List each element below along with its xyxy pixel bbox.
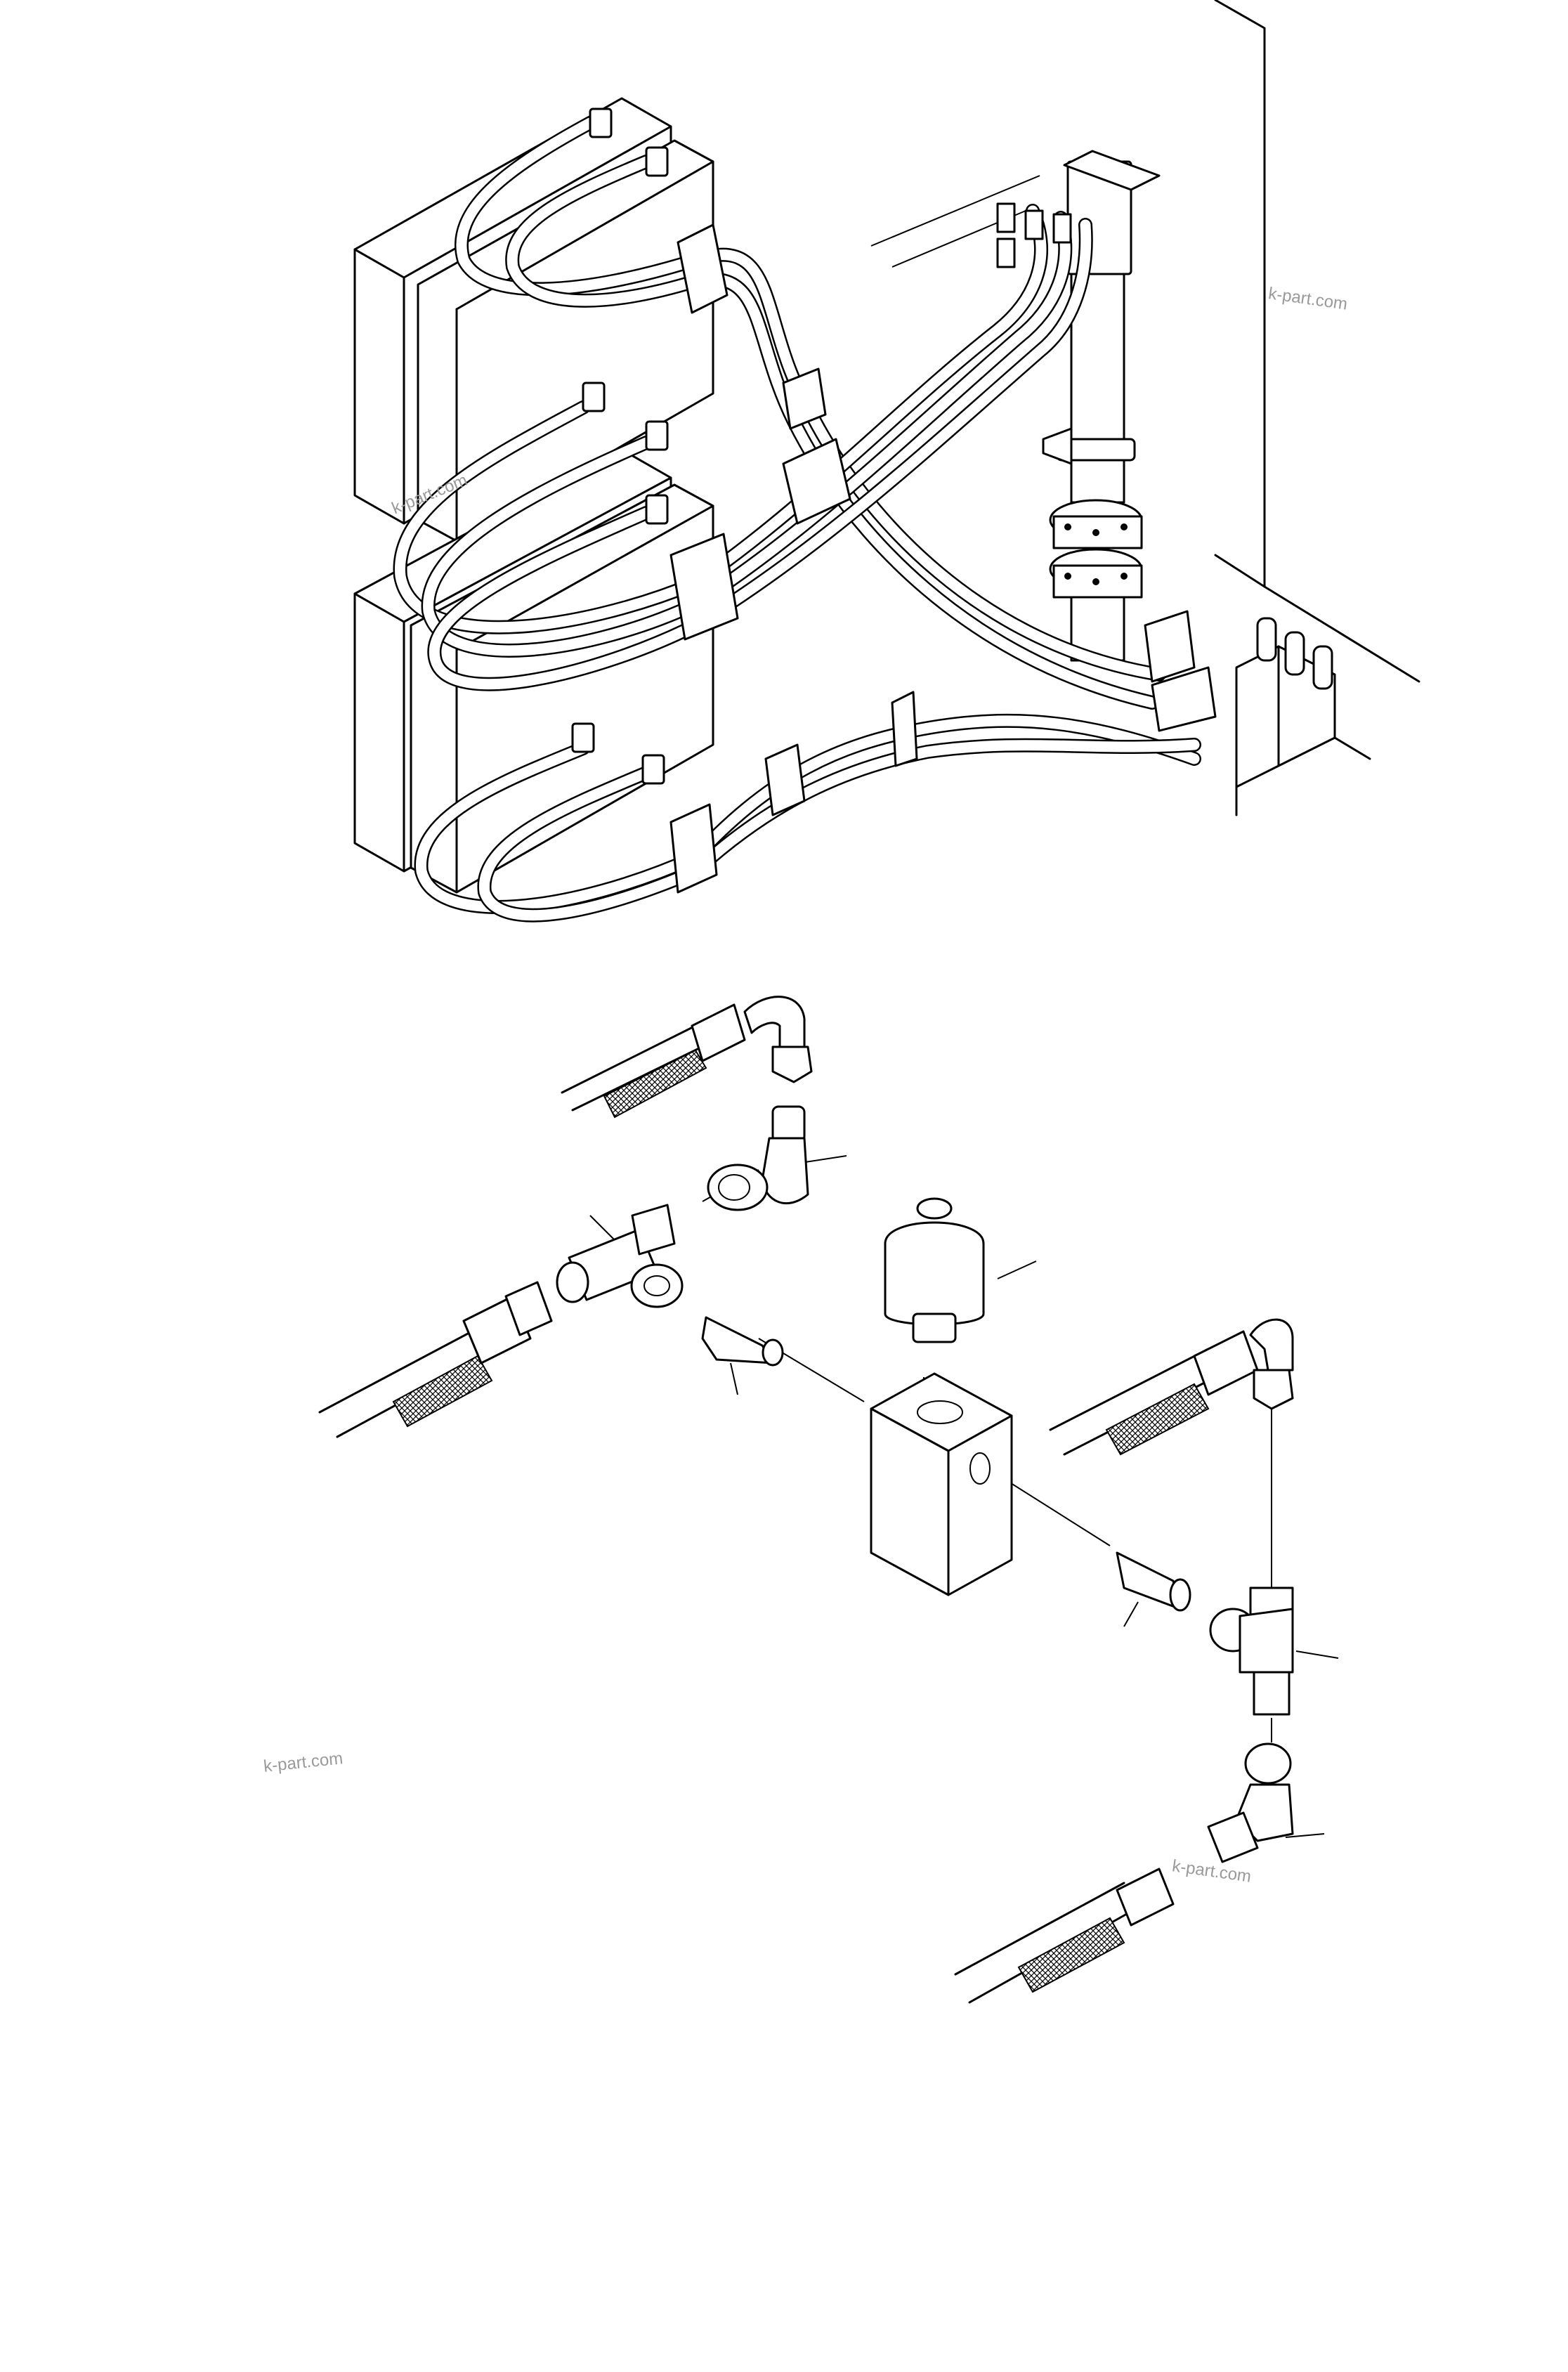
upper-assembly (353, 0, 1420, 923)
tee-fitting-left (556, 1204, 684, 1308)
hose-loops-upper (454, 116, 703, 308)
pipe-top-fittings (996, 202, 1072, 268)
nipple-fitting-left (701, 1316, 784, 1367)
hose-loops-lower (414, 741, 703, 923)
manifold-block (870, 1372, 1013, 1596)
nipple-fitting-right (1116, 1551, 1191, 1612)
elbow-fitting-lower (1207, 1742, 1294, 1863)
elbow-fitting-upper (707, 1137, 809, 1211)
exploded-view (318, 996, 1339, 2004)
accumulator (884, 1197, 985, 1343)
hose-upper-left (561, 996, 813, 1143)
hose-lower-left (318, 1281, 553, 1438)
hose-loops-middle (393, 400, 703, 691)
cooler-fittings (571, 107, 669, 785)
hose-right (1049, 1318, 1294, 1456)
valve-bank (1144, 610, 1371, 816)
hose-lower-right (954, 1868, 1175, 2004)
tee-fitting-right (1209, 1586, 1294, 1716)
hose-clamps (669, 223, 918, 894)
